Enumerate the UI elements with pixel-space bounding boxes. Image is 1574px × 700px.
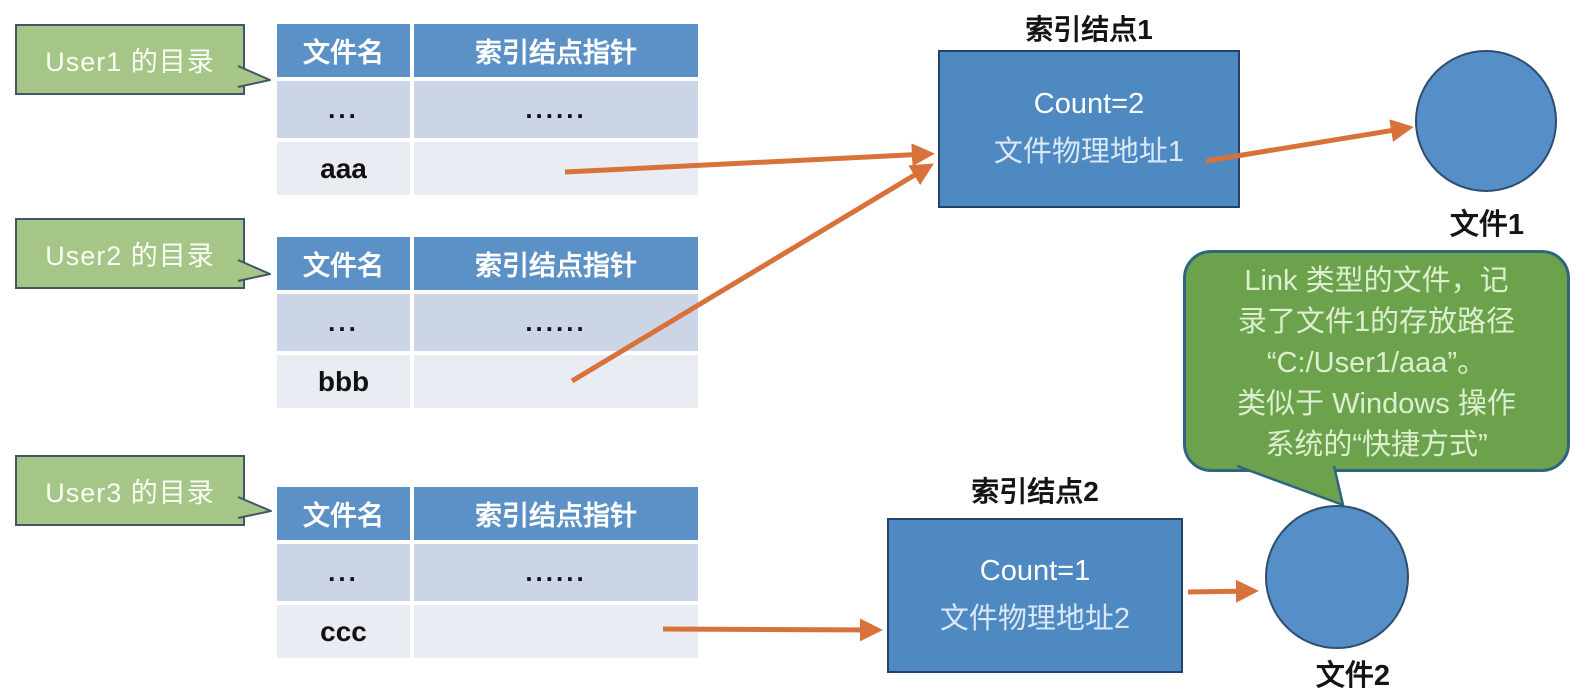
callout-line: Link 类型的文件，记 (1244, 265, 1509, 297)
user1-directory-bubble: User1 的目录 (15, 24, 245, 95)
inode1-count: Count=2 (1033, 88, 1145, 120)
file1-circle (1415, 50, 1557, 192)
callout-line: “C:/User1/aaa”。 (1266, 347, 1487, 379)
user3-bubble-label: User3 的目录 (45, 478, 215, 508)
user3-directory-bubble: User3 的目录 (15, 455, 245, 526)
inode1-physical-address: 文件物理地址1 (993, 136, 1185, 168)
table-cell: ... (277, 544, 410, 601)
file2-label: 文件2 (1315, 660, 1391, 692)
file1-label: 文件1 (1449, 209, 1525, 241)
inode2-title: 索引结点2 (971, 476, 1099, 507)
inode-pointer-column-header: 索引结点指针 (414, 237, 698, 290)
table-cell-filename-ccc: ccc (277, 605, 410, 658)
callout-line: 系统的“快捷方式” (1265, 429, 1488, 461)
callout-line: 类似于 Windows 操作 (1237, 388, 1516, 420)
file2-circle (1265, 505, 1409, 649)
inode2-box: Count=1 文件物理地址2 (887, 518, 1183, 673)
inode2-physical-address: 文件物理地址2 (939, 602, 1131, 635)
user2-bubble-label: User2 的目录 (45, 241, 215, 271)
user1-directory-table: 文件名 索引结点指针 ... ...... aaa (277, 24, 698, 195)
inode2-count: Count=1 (979, 554, 1091, 587)
arrow-inode2-to-file2 (1187, 579, 1259, 603)
table-cell: ... (277, 294, 410, 351)
user2-directory-bubble: User2 的目录 (15, 218, 245, 289)
table-cell: ... (277, 81, 410, 138)
table-cell-filename-aaa: aaa (277, 142, 410, 195)
table-cell-filename-bbb: bbb (277, 355, 410, 408)
user2-directory-table: 文件名 索引结点指针 ... ...... bbb (277, 237, 698, 408)
link-note-callout: Link 类型的文件，记 录了文件1的存放路径 “C:/User1/aaa”。 … (1183, 250, 1570, 472)
inode1-box: Count=2 文件物理地址1 (938, 50, 1240, 208)
inode-pointer-column-header: 索引结点指针 (414, 24, 698, 77)
user1-bubble-label: User1 的目录 (45, 47, 215, 77)
table-cell: ...... (414, 81, 698, 138)
table-cell: ...... (414, 294, 698, 351)
inode1-title: 索引结点1 (1025, 14, 1153, 45)
table-cell: ...... (414, 544, 698, 601)
filename-column-header: 文件名 (277, 237, 410, 290)
filename-column-header: 文件名 (277, 24, 410, 77)
callout-line: 录了文件1的存放路径 (1237, 306, 1516, 338)
table-cell (414, 605, 698, 658)
table-cell (414, 142, 698, 195)
user3-directory-table: 文件名 索引结点指针 ... ...... ccc (277, 487, 698, 658)
filename-column-header: 文件名 (277, 487, 410, 540)
inode-pointer-column-header: 索引结点指针 (414, 487, 698, 540)
table-cell (414, 355, 698, 408)
